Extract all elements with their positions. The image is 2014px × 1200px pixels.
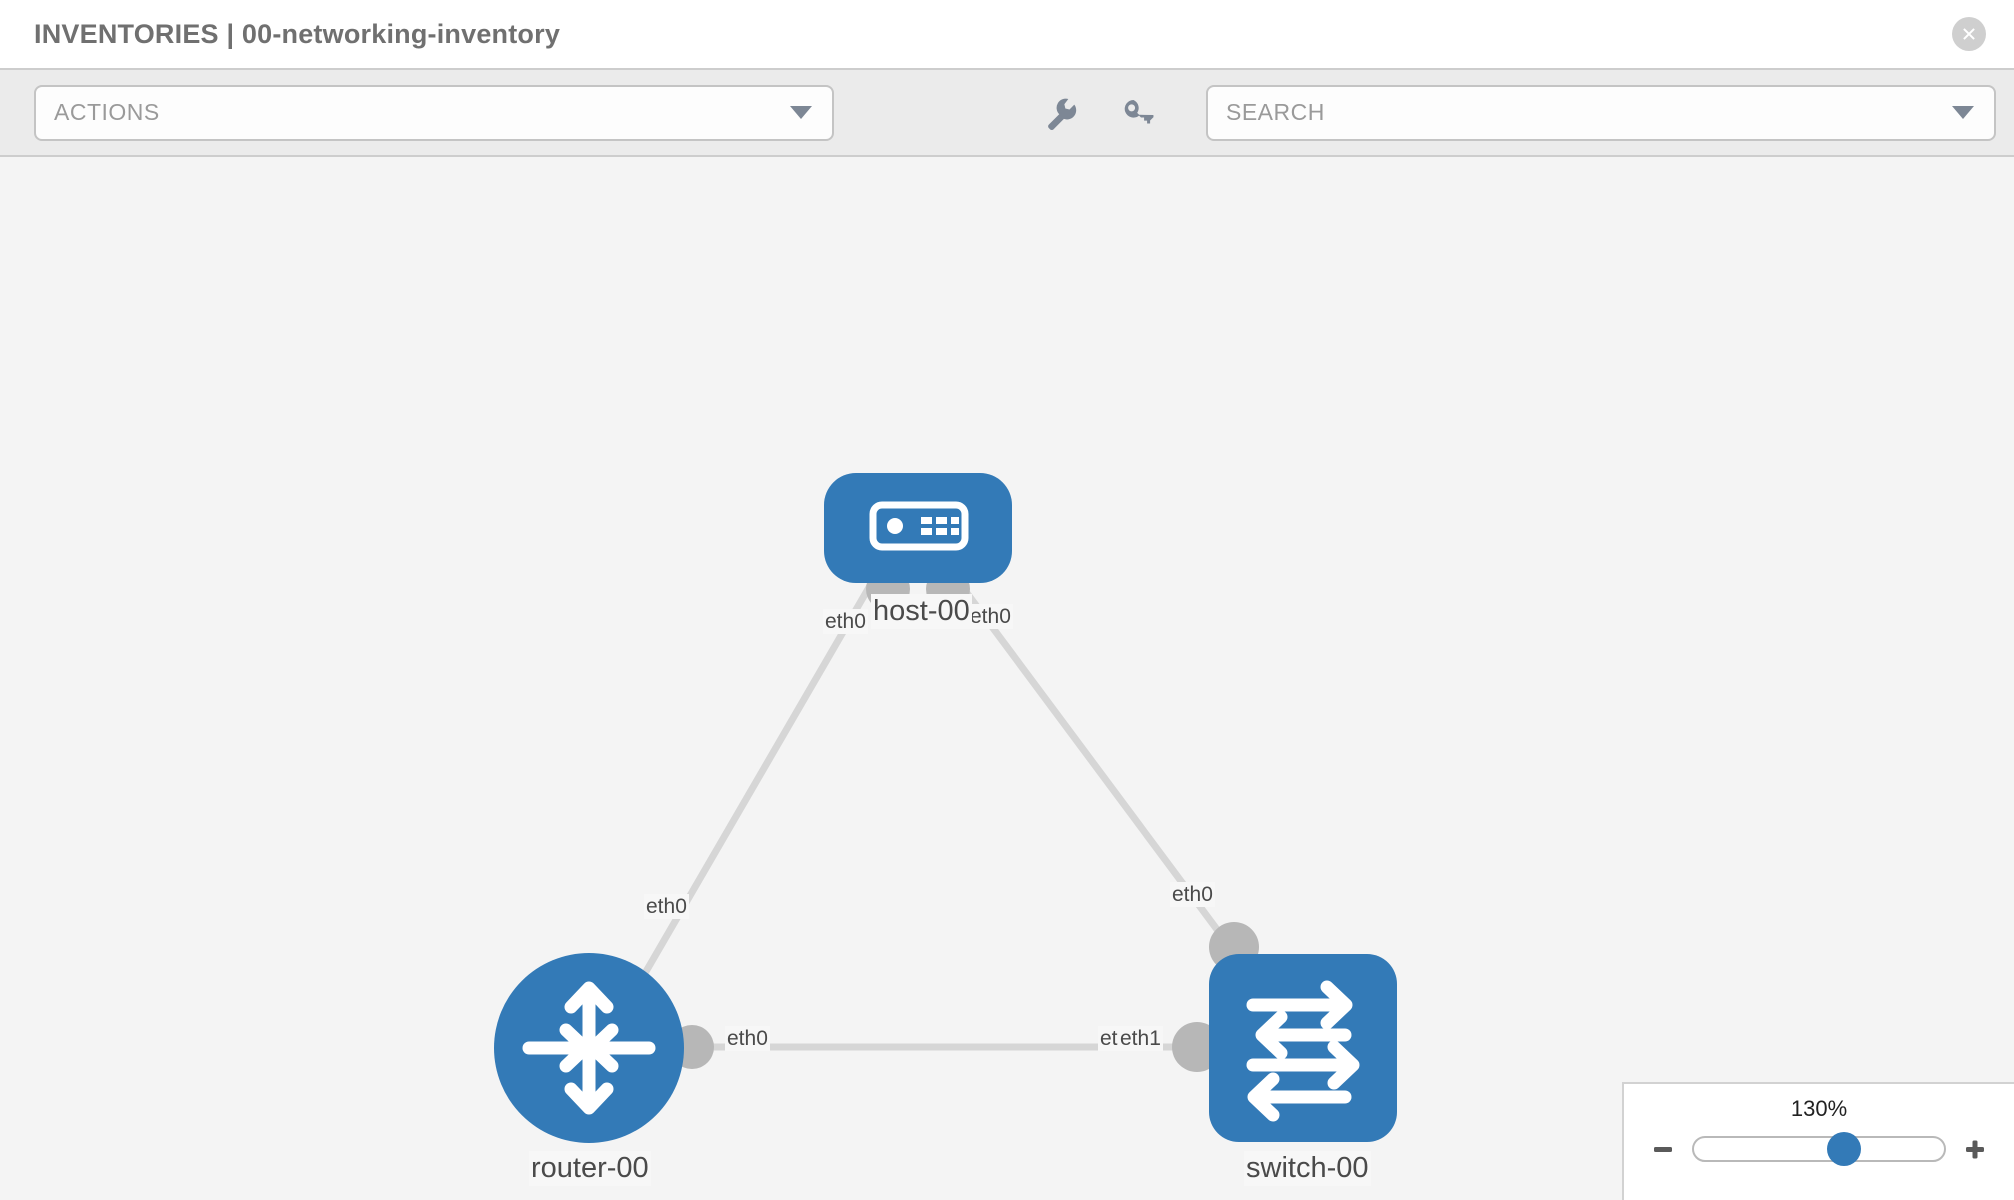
zoom-in-button[interactable]: [1960, 1134, 1990, 1164]
port-label: eth0: [823, 609, 868, 634]
zoom-control-panel: 130%: [1622, 1082, 2014, 1200]
toolbar-icon-group: [1042, 94, 1158, 132]
node-label-host: host-00: [871, 594, 972, 629]
server-icon: [869, 501, 969, 551]
page-title: INVENTORIES | 00-networking-inventory: [34, 18, 561, 49]
port-label: eth1: [1118, 1026, 1163, 1051]
wrench-icon[interactable]: [1042, 94, 1080, 132]
search-input[interactable]: SEARCH: [1206, 84, 1996, 141]
switch-arrows-icon: [1246, 980, 1360, 1122]
node-router-00[interactable]: [494, 953, 684, 1143]
node-host-00[interactable]: [824, 473, 1012, 583]
node-switch-00[interactable]: [1209, 954, 1397, 1142]
page-header: INVENTORIES | 00-networking-inventory: [0, 0, 2014, 68]
node-label-switch: switch-00: [1244, 1151, 1371, 1186]
actions-dropdown-label: ACTIONS: [54, 99, 160, 125]
key-icon[interactable]: [1120, 94, 1158, 132]
port-label: eth0: [644, 894, 689, 919]
zoom-out-button[interactable]: [1648, 1134, 1678, 1164]
node-label-router: router-00: [529, 1151, 651, 1186]
search-chevron-down-icon[interactable]: [1952, 106, 1974, 119]
chevron-down-icon: [790, 106, 812, 119]
topology-graph: [494, 473, 1397, 1143]
toolbar: ACTIONS SEARCH: [0, 68, 2014, 157]
router-arrows-icon: [522, 981, 656, 1115]
zoom-slider[interactable]: [1692, 1132, 1946, 1166]
port-markers: [670, 567, 1259, 1072]
port-label: eth0: [1170, 882, 1215, 907]
zoom-slider-row: [1624, 1132, 2014, 1166]
port-label: eth0: [968, 604, 1013, 629]
port-label: eth0: [725, 1026, 770, 1051]
actions-dropdown[interactable]: ACTIONS: [34, 84, 834, 141]
topology-canvas[interactable]: eth0 eth0 eth0 eth0 eth0 eth eth1 host-0…: [0, 157, 2014, 1200]
edge-host-router: [633, 573, 879, 991]
search-placeholder: SEARCH: [1226, 99, 1325, 125]
zoom-slider-thumb[interactable]: [1827, 1132, 1861, 1166]
close-icon[interactable]: [1952, 17, 1986, 51]
zoom-level-label: 130%: [1790, 1096, 1848, 1121]
